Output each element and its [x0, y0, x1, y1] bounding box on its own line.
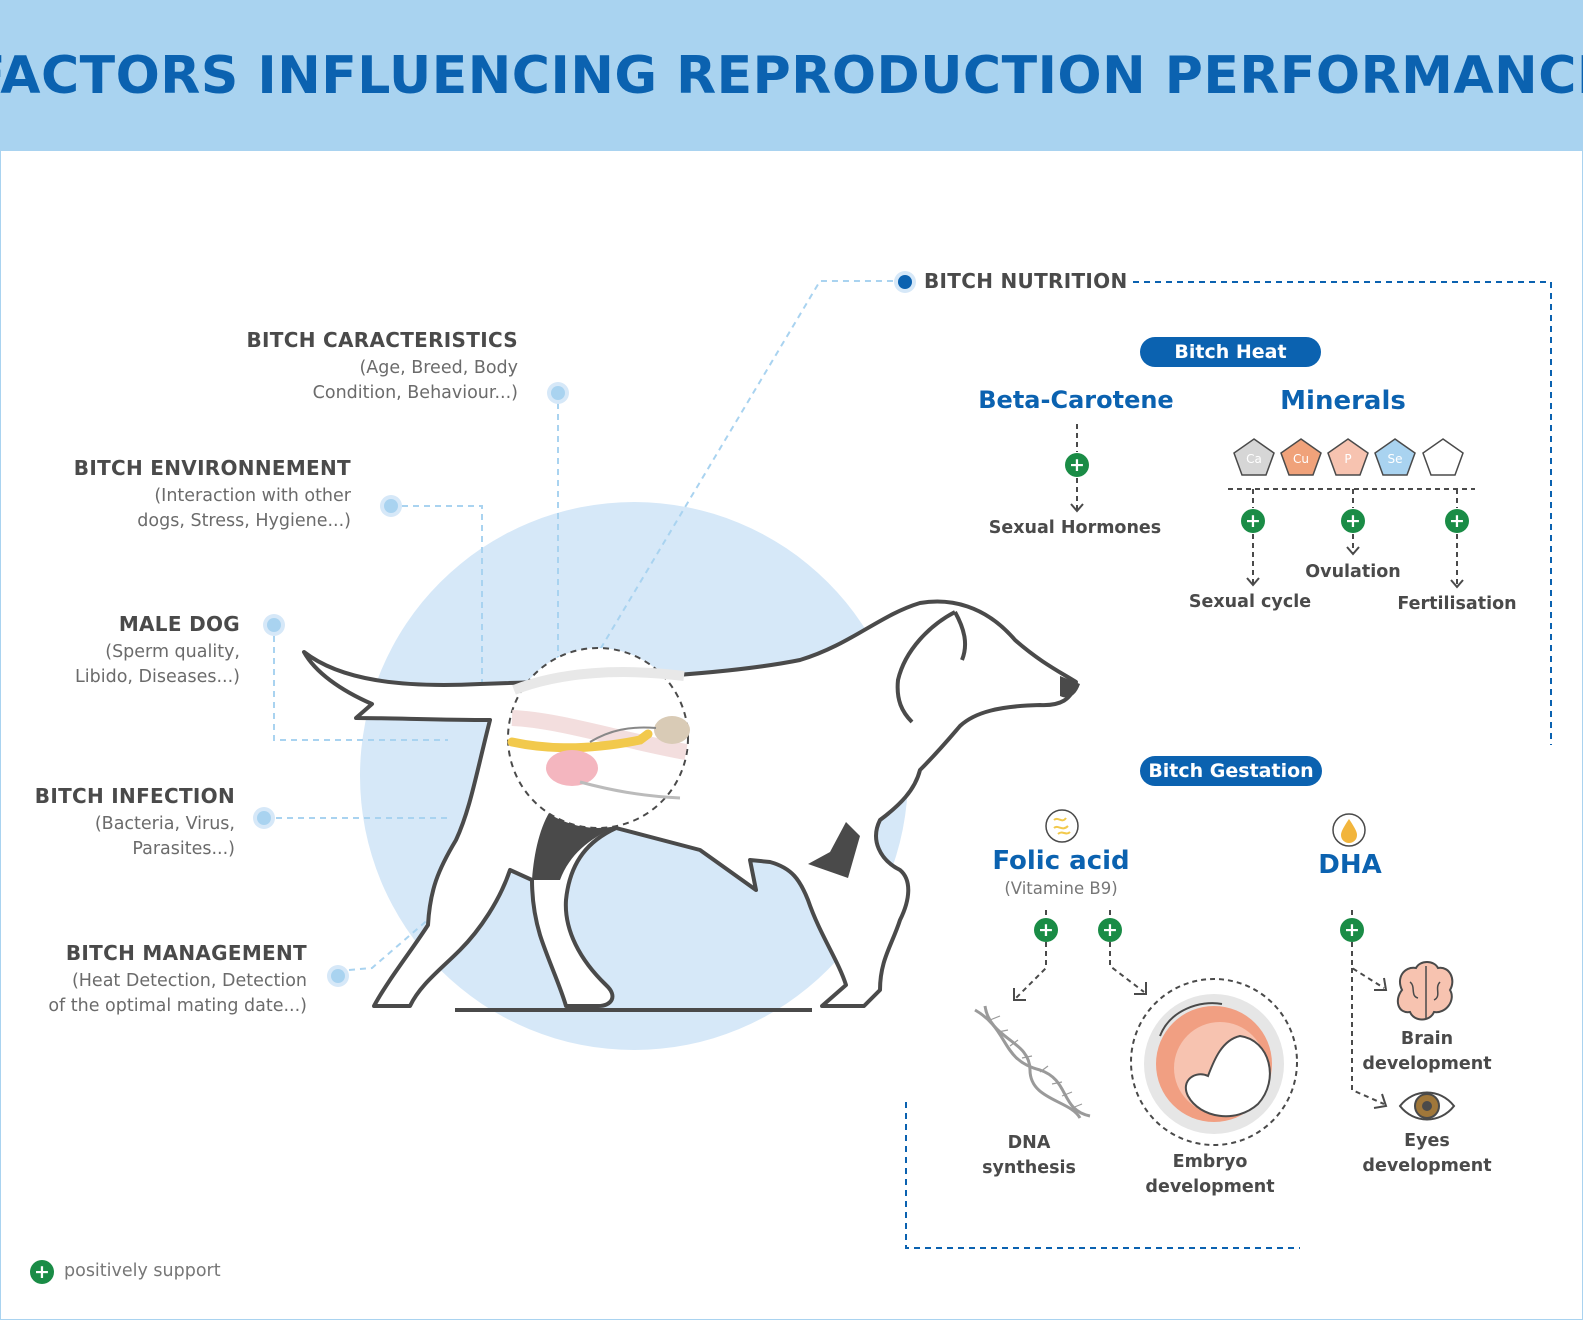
factor-desc-line: Condition, Behaviour...): [312, 383, 518, 403]
connector-management: [348, 904, 446, 971]
dog-nose: [1060, 676, 1080, 698]
factor-male-dog: MALE DOG (Sperm quality, Libido, Disease…: [75, 612, 240, 690]
effect-ovulation: Ovulation: [1305, 562, 1401, 582]
organs-inset: [507, 647, 690, 829]
factor-title: BITCH INFECTION: [34, 784, 235, 808]
effect-line: synthesis: [982, 1158, 1076, 1178]
bitch-heat-pill: Bitch Heat: [1140, 337, 1321, 367]
legend-plus-icon: +: [30, 1260, 54, 1284]
mineral-symbol: Ca: [1246, 452, 1262, 466]
factor-title: BITCH ENVIRONNEMENT: [73, 456, 351, 480]
heat-arrowheads: [1070, 503, 1464, 589]
factor-desc-line: (Interaction with other: [154, 486, 351, 506]
connector-male-dog: [273, 636, 448, 741]
plus-icon: +: [1241, 509, 1265, 533]
effect-embryo-development: Embryo development: [1140, 1150, 1280, 1200]
mineral-pentagons: [1233, 438, 1464, 476]
mineral-pentagon-blank: [1422, 438, 1464, 476]
header-banner: FACTORS INFLUENCING REPRODUCTION PERFORM…: [0, 1, 1583, 151]
effect-line: development: [1145, 1177, 1275, 1197]
legend-label: positively support: [64, 1261, 221, 1281]
factor-environnement: BITCH ENVIRONNEMENT (Interaction with ot…: [74, 456, 351, 534]
plus-icon: +: [1445, 509, 1469, 533]
effect-fertilisation: Fertilisation: [1397, 594, 1517, 614]
gestation-arrows: [1015, 910, 1385, 1105]
factor-desc-line: (Heat Detection, Detection: [71, 971, 307, 991]
effect-line: development: [1362, 1156, 1492, 1176]
minerals-title: Minerals: [1280, 386, 1406, 416]
effect-line: DNA: [1007, 1133, 1051, 1153]
effect-line: Embryo: [1172, 1152, 1248, 1172]
dog-ear: [895, 610, 956, 724]
nutrition-title: BITCH NUTRITION: [924, 269, 1128, 293]
embryo-icon: [1130, 978, 1298, 1146]
mineral-pentagon-cu: [1280, 438, 1322, 476]
mineral-symbol: Se: [1388, 452, 1403, 466]
plus-icon: +: [1340, 918, 1364, 942]
factor-desc-line: Libido, Diseases...): [75, 667, 240, 687]
dha-title: DHA: [1318, 850, 1382, 880]
effect-dna-synthesis: DNA synthesis: [964, 1131, 1094, 1181]
effect-brain-development: Brain development: [1360, 1027, 1494, 1077]
factor-management: BITCH MANAGEMENT (Heat Detection, Detect…: [48, 941, 307, 1019]
effect-line: development: [1362, 1054, 1492, 1074]
dna-icon: [974, 1005, 1091, 1119]
connector-environnement: [402, 505, 483, 690]
folic-acid-icon: [1045, 809, 1079, 843]
mineral-pentagon-se: [1374, 438, 1416, 476]
gestation-arrowheads: [1013, 977, 1388, 1109]
effect-line: Brain: [1400, 1029, 1454, 1049]
factor-dots: [253, 271, 916, 987]
effect-sexual-hormones: Sexual Hormones: [988, 518, 1162, 538]
dha-drop-icon: [1332, 813, 1366, 847]
mineral-pentagon-ca: [1233, 438, 1275, 476]
factor-caracteristics: BITCH CARACTERISTICS (Age, Breed, Body C…: [246, 328, 518, 406]
dog-ear-edge: [953, 611, 968, 661]
factor-desc-line: (Sperm quality,: [105, 642, 240, 662]
effect-sexual-cycle: Sexual cycle: [1188, 592, 1312, 612]
folic-acid-subtitle: (Vitamine B9): [1004, 879, 1118, 898]
factor-connectors: [273, 280, 893, 971]
plus-icon: +: [1034, 918, 1058, 942]
folic-acid-title: Folic acid: [992, 846, 1130, 876]
factor-title: MALE DOG: [118, 612, 240, 636]
brain-icon: [1396, 961, 1454, 1021]
nutrition-frame: [905, 281, 1552, 1249]
bitch-gestation-pill: Bitch Gestation: [1140, 756, 1322, 786]
factor-desc-line: of the optimal mating date...): [48, 996, 307, 1016]
mineral-symbol: Cu: [1293, 452, 1309, 466]
plus-icon: +: [1341, 509, 1365, 533]
factor-title: BITCH CARACTERISTICS: [246, 328, 518, 352]
factor-desc-line: (Age, Breed, Body: [359, 358, 518, 378]
factor-infection: BITCH INFECTION (Bacteria, Virus, Parasi…: [35, 784, 235, 862]
mineral-symbols: Ca Cu P Se: [1246, 452, 1402, 466]
dog-leg-patch-rear: [808, 822, 860, 878]
connector-nutrition: [594, 280, 893, 659]
eye-icon: [1398, 1091, 1456, 1121]
page-title: FACTORS INFLUENCING REPRODUCTION PERFORM…: [0, 46, 1583, 106]
factor-desc-line: (Bacteria, Virus,: [94, 814, 235, 834]
dog-silhouette: [302, 599, 1078, 1008]
beta-carotene-title: Beta-Carotene: [978, 386, 1174, 414]
effect-line: Eyes: [1404, 1131, 1450, 1151]
factor-desc-line: Parasites...): [132, 839, 235, 859]
heat-arrows: [1076, 424, 1475, 586]
mineral-symbol: P: [1344, 452, 1351, 466]
plus-icon: +: [1065, 453, 1089, 477]
effect-eyes-development: Eyes development: [1360, 1129, 1494, 1179]
plus-icon: +: [1098, 918, 1122, 942]
factor-title: BITCH MANAGEMENT: [65, 941, 307, 965]
factor-desc-line: dogs, Stress, Hygiene...): [137, 511, 351, 531]
mineral-pentagon-p: [1327, 438, 1369, 476]
